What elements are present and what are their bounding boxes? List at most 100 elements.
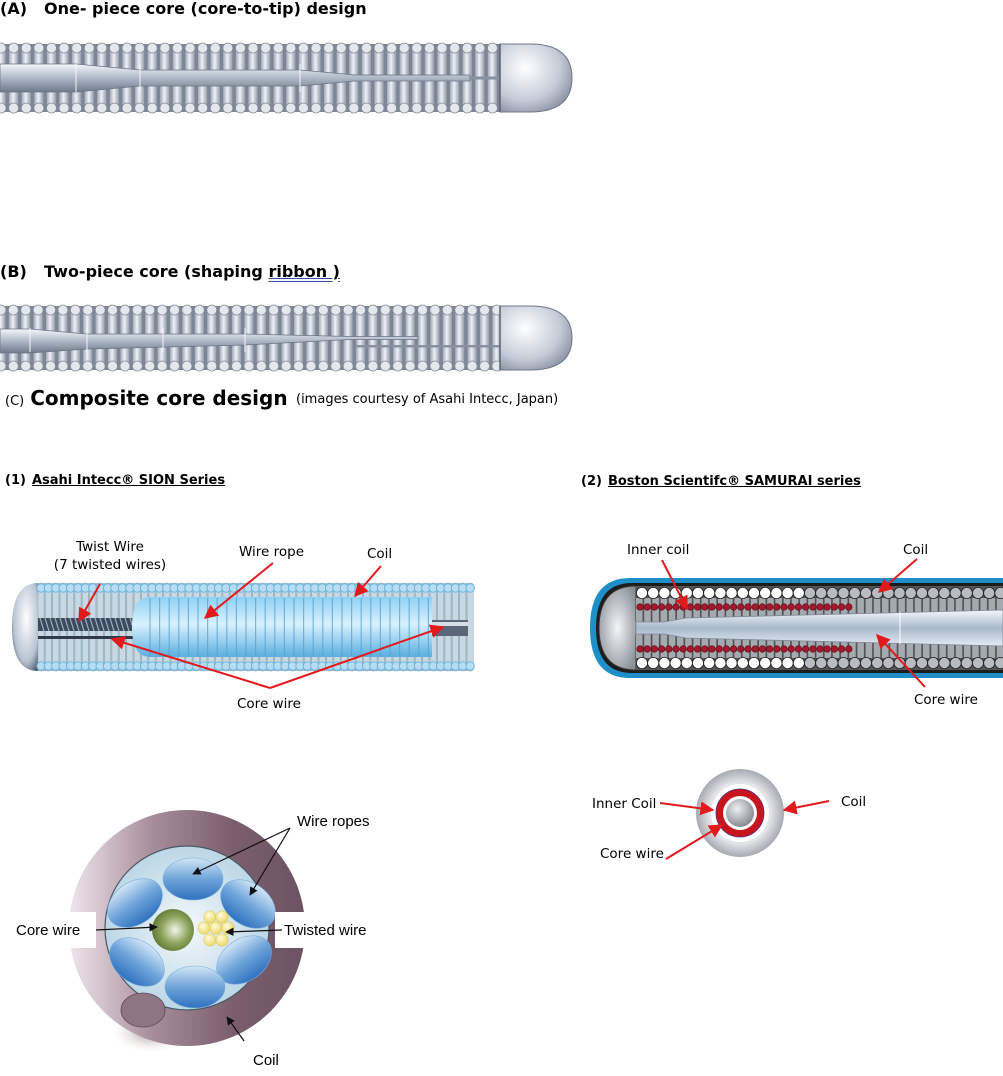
sion-tip	[12, 583, 38, 671]
coil-wire-bottom	[392, 360, 404, 372]
arrow-wire-rope	[203, 562, 274, 619]
core-wire-section	[152, 909, 194, 951]
twist-strand	[54, 617, 60, 632]
inner-coil-wire-top	[780, 603, 788, 611]
coil-wire-top	[272, 42, 284, 54]
coil-wire-bottom	[193, 360, 205, 372]
coil-wire-bottom	[83, 102, 95, 114]
coil-wire-top	[169, 304, 180, 316]
coil-wire-bottom	[146, 102, 158, 114]
coil-wire-top	[45, 304, 56, 316]
inner-coil-wire-bottom	[845, 645, 853, 653]
coil-wire-bottom	[348, 102, 360, 114]
inner-coil-wire-top	[802, 603, 810, 611]
arrow-twist-wire	[78, 583, 101, 623]
label-twisted-wire: Twisted wire	[284, 922, 367, 939]
coil-wire-top	[285, 42, 297, 54]
sion-heading: (1)Asahi Intecc® SION Series	[5, 473, 225, 488]
core-wire-distal	[38, 636, 138, 639]
inner-coil-wire-bottom	[802, 645, 810, 653]
samurai-cross-section	[696, 769, 784, 857]
coil-wire-bottom	[235, 102, 246, 114]
coil-wire-bottom	[46, 102, 57, 114]
coil-wire-top	[58, 42, 70, 54]
inner-coil-wire-top	[657, 603, 666, 611]
coil-wire-top	[293, 304, 304, 316]
coil-wire-bottom	[367, 360, 379, 372]
twist-strand	[94, 617, 100, 632]
coil-wire-bottom	[323, 102, 335, 114]
coil-wire-bottom	[184, 102, 196, 114]
coil-wire-top	[172, 42, 183, 54]
coil-wire-top	[20, 42, 32, 54]
label-wire-rope: Wire rope	[239, 544, 305, 560]
arrow-wire-rope-2	[249, 827, 291, 896]
arrow-inner-coil	[661, 559, 688, 611]
coil-wire-bottom	[181, 360, 193, 372]
core-wire-label-backdrop	[0, 912, 96, 948]
coil-wire-bottom	[94, 360, 106, 372]
ribbon-link[interactable]: ribbon )	[268, 262, 340, 281]
arrow-core-wire-samurai	[876, 633, 926, 688]
coil-wire-bottom	[8, 102, 20, 114]
inner-coil-wire-bottom	[643, 645, 651, 653]
coil-wire-bottom	[429, 360, 441, 372]
inner-coil-wire-top	[708, 603, 716, 611]
coil-wire-bottom	[255, 360, 267, 372]
coil-wire-top	[330, 304, 342, 316]
arrow-core-wire-cross-samurai	[665, 824, 724, 860]
coil-wire-bottom	[404, 360, 416, 372]
inner-coil-wire-bottom	[838, 645, 846, 653]
coil-wire-bottom	[411, 102, 423, 114]
inner-coil-wire-bottom	[780, 645, 788, 653]
inner-coil-wire-bottom	[701, 645, 709, 653]
inner-coil-wire-bottom	[672, 645, 680, 653]
twist-strand	[104, 617, 110, 632]
coil-wire-bottom	[7, 360, 19, 372]
coil-wire-bottom	[386, 102, 398, 114]
coil-wire-bottom	[169, 360, 180, 372]
coil-wire-top	[46, 42, 57, 54]
twist-strand	[39, 617, 45, 632]
inner-coil-wire-top	[722, 603, 730, 611]
coil-wire-bottom	[172, 102, 183, 114]
coil-wire-bottom	[33, 102, 45, 114]
coil-wire-top	[69, 304, 81, 316]
inner-coil-wire-bottom	[650, 645, 659, 653]
coil-wire-bottom	[69, 360, 81, 372]
sion-series-name: Asahi Intecc® SION Series	[31, 473, 226, 488]
coil-wire-bottom	[197, 102, 209, 114]
panel-a-title: (A)One- piece core (core-to-tip) design	[0, 0, 367, 18]
one-piece-core-illustration	[0, 42, 573, 114]
coil-wire-bottom	[107, 360, 118, 372]
inner-coil-wire-bottom	[787, 645, 795, 653]
coil-wire-top	[235, 42, 246, 54]
coil-wire-bottom	[441, 360, 453, 372]
coil-wire-top	[243, 304, 255, 316]
panel-c-title: (C)Composite core design	[5, 386, 288, 410]
inner-coil-wire-top	[809, 603, 817, 611]
coil-wire-bottom	[121, 102, 133, 114]
coil-wire-top	[441, 304, 453, 316]
coil-wire-bottom	[298, 102, 309, 114]
coil-wire-bottom	[209, 102, 221, 114]
samurai-wire-illustration	[590, 578, 1003, 678]
inner-coil-wire-top	[730, 603, 738, 611]
coil-wire-top	[134, 42, 146, 54]
coil-wire-top	[461, 42, 473, 54]
inner-coil-wire-bottom	[715, 645, 723, 653]
inner-coil-wire-bottom	[823, 645, 831, 653]
panel-a-tag: (A)	[0, 0, 28, 18]
coil-wire-bottom	[317, 360, 329, 372]
inner-coil-wire-top	[715, 603, 723, 611]
sion-coil-wire-top	[465, 583, 475, 593]
twist-strand	[114, 617, 120, 632]
inner-coil-wire-top	[816, 603, 824, 611]
coil-wire-top	[342, 304, 354, 316]
coil-wire-bottom	[285, 102, 297, 114]
label-twist-wire-note: (7 twisted wires)	[53, 556, 167, 573]
arrow-wire-rope-1	[192, 827, 291, 875]
coil-wire-top	[206, 304, 218, 316]
sion-coil-wire-bottom	[465, 661, 475, 671]
